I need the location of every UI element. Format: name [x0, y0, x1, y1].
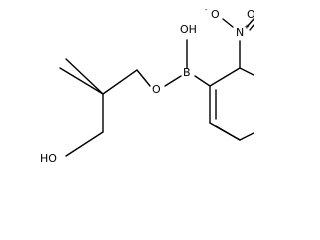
nitro-oxygen-right-label: O	[247, 8, 254, 21]
ring-bond-5	[239, 132, 254, 141]
ring-bond-1	[209, 67, 241, 87]
bond-methyl-1	[59, 67, 104, 95]
ester-oxygen-label: O	[152, 83, 161, 96]
bond-ch2-hydroxyl	[65, 131, 104, 157]
ring-inner-bond-2	[215, 125, 241, 141]
boron-label: B	[183, 66, 191, 79]
atom-labels: OH B O HO N + O - O	[40, 6, 254, 165]
hydroxyl-top-label: OH	[180, 23, 197, 36]
bond-oxygen-boron	[164, 75, 182, 87]
bond-methyl-2	[65, 58, 104, 95]
structure-drawing: OH B O HO N + O - O	[40, 6, 254, 165]
hydroxyl-bottom-label: HO	[40, 152, 57, 165]
nitro-oxygen-left-charge: -	[205, 6, 208, 14]
ring-bond-2	[239, 67, 254, 76]
bonds	[59, 18, 254, 157]
bond-c-ch2-right	[102, 69, 138, 95]
bond-boron-ring	[194, 75, 211, 87]
nitro-oxygen-left-label: O	[211, 8, 220, 21]
bond-nitro-o-left	[222, 18, 234, 28]
bond-ch2-oxygen	[136, 69, 151, 87]
nitro-nitrogen-charge: +	[244, 23, 250, 31]
nitro-nitrogen-label: N	[236, 26, 244, 39]
molecule-svg: OH B O HO N + O - O	[40, 6, 254, 165]
bond-nitro-o-right	[246, 18, 254, 28]
bond-nitro-o-right-double	[249, 24, 254, 31]
